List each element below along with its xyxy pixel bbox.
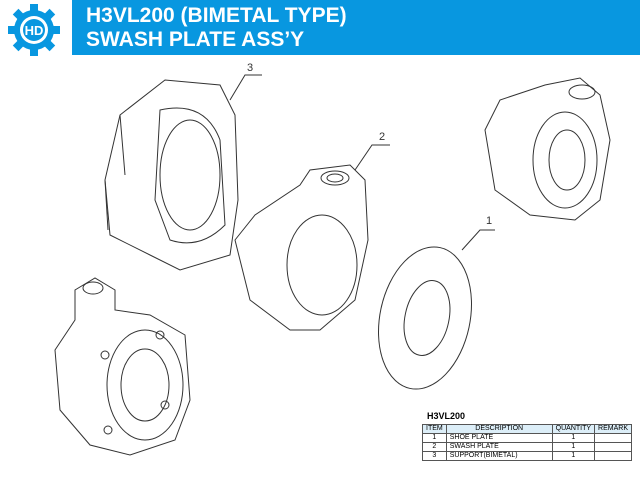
- assembly-view-top: [484, 77, 611, 221]
- company-logo: HD: [8, 4, 60, 56]
- col-remark: REMARK: [594, 424, 632, 434]
- cell-description: SHOE PLATE: [445, 433, 553, 443]
- cell-remark: [594, 442, 632, 452]
- exploded-view-drawing: [54, 74, 611, 456]
- part-shoe-plate: [378, 246, 472, 390]
- callout-1: 1: [486, 215, 493, 227]
- col-item: ITEM: [422, 424, 447, 434]
- part-support: [104, 79, 239, 271]
- callout-2: 2: [379, 131, 386, 143]
- svg-text:HD: HD: [25, 23, 44, 38]
- title-banner: H3VL200 (BIMETAL TYPE) SWASH PLATE ASS’Y: [72, 0, 640, 55]
- table-row: 1 SHOE PLATE 1: [422, 433, 632, 443]
- cell-quantity: 1: [551, 451, 596, 461]
- parts-table-title: H3VL200: [427, 411, 466, 421]
- cell-item: 2: [422, 442, 447, 452]
- col-description: DESCRIPTION: [445, 424, 553, 434]
- col-quantity: QUANTITY: [551, 424, 596, 434]
- table-row: 2 SWASH PLATE 1: [422, 442, 632, 452]
- part-swash-plate: [234, 164, 369, 331]
- title-line-2: SWASH PLATE ASS’Y: [86, 28, 305, 51]
- table-header-row: ITEM DESCRIPTION QUANTITY REMARK: [422, 424, 632, 434]
- cell-quantity: 1: [551, 442, 596, 452]
- callout-3: 3: [247, 62, 254, 74]
- cell-remark: [594, 451, 632, 461]
- cell-remark: [594, 433, 632, 443]
- assembly-view-bottom: [54, 277, 191, 456]
- title-line-1: H3VL200 (BIMETAL TYPE): [86, 4, 347, 27]
- cell-item: 1: [422, 433, 447, 443]
- cell-description: SUPPORT(BIMETAL): [445, 451, 553, 461]
- parts-table: ITEM DESCRIPTION QUANTITY REMARK 1 SHOE …: [422, 424, 632, 461]
- cell-description: SWASH PLATE: [445, 442, 553, 452]
- table-row: 3 SUPPORT(BIMETAL) 1: [422, 451, 632, 461]
- cell-item: 3: [422, 451, 447, 461]
- cell-quantity: 1: [551, 433, 596, 443]
